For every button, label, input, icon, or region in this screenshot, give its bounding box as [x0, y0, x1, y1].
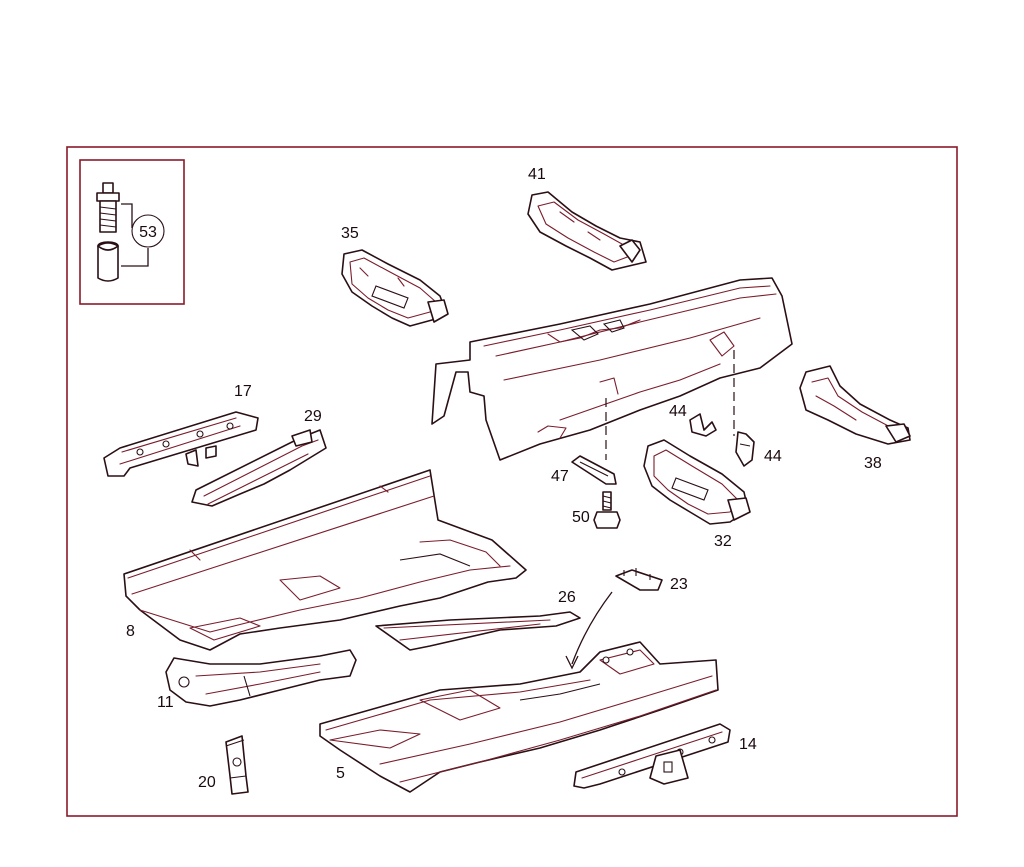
part-23-bracket[interactable] [615, 568, 663, 591]
callout-47: 47 [551, 468, 569, 485]
callout-23: 23 [670, 576, 688, 593]
part-29-reinforcement[interactable] [191, 429, 327, 507]
part-26-side-strip[interactable] [375, 611, 581, 651]
callout-11: 11 [157, 694, 174, 711]
part-5-right-floor-pan[interactable] [319, 641, 719, 793]
part-11-front-rail[interactable] [165, 649, 357, 707]
callout-32: 32 [714, 533, 732, 550]
part-17-sill-bracket[interactable] [103, 411, 259, 477]
sleeve-nut[interactable] [97, 241, 119, 282]
inset-fastener-box: 53 [79, 159, 185, 305]
part-20-plate[interactable] [225, 735, 249, 795]
callout-29: 29 [304, 408, 322, 425]
callout-35: 35 [341, 225, 359, 242]
leader-23 [571, 591, 613, 665]
callout-44-a: 44 [669, 403, 687, 420]
leader-23-arrow [565, 655, 579, 670]
callout-44-b: 44 [764, 448, 782, 465]
part-32-seat-crossmember[interactable] [643, 439, 751, 525]
callout-53-circle [131, 214, 165, 248]
callout-53: 53 [139, 224, 157, 241]
part-41-bracket[interactable] [527, 191, 647, 271]
part-14-sill-bracket[interactable] [573, 723, 731, 789]
callout-8: 8 [126, 623, 135, 640]
rear-floor-tunnel-section[interactable] [431, 277, 793, 461]
callout-38: 38 [864, 455, 882, 472]
part-44-clip-b[interactable] [735, 431, 755, 467]
callout-5: 5 [336, 765, 345, 782]
callout-14: 14 [739, 736, 757, 753]
part-44-clip-a[interactable] [689, 413, 717, 437]
callout-26: 26 [558, 589, 576, 606]
part-8-left-floor-pan[interactable] [123, 469, 527, 651]
callout-50: 50 [572, 509, 590, 526]
callout-17: 17 [234, 383, 252, 400]
part-38-bracket[interactable] [799, 365, 911, 445]
stud-bolt[interactable] [96, 182, 120, 233]
part-35-seat-crossmember[interactable] [341, 249, 449, 327]
part-47-strip[interactable] [571, 455, 617, 485]
callout-41: 41 [528, 166, 546, 183]
part-50-bolt[interactable] [593, 491, 621, 529]
callout-20: 20 [198, 774, 216, 791]
diagram-frame [66, 146, 958, 817]
